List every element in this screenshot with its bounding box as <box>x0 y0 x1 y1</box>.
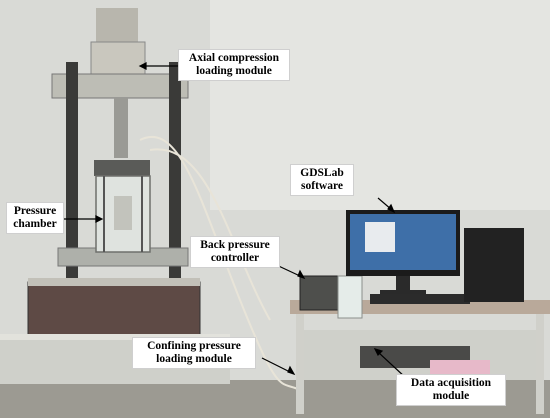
base-cabinet <box>27 281 201 343</box>
beaker <box>337 275 363 319</box>
gdslab-label-line-1: GDSLab <box>300 167 344 179</box>
window-light <box>210 0 550 210</box>
data-acquisition-label: Data acquisition module <box>396 374 506 406</box>
back-pressure-label-line-2: controller <box>210 252 260 264</box>
axial-label-line-1: Axial compression <box>188 52 280 64</box>
confining-pressure-label: Confining pressure loading module <box>132 337 256 369</box>
pc-tower <box>464 228 524 302</box>
pressure-chamber-label-line-2: chamber <box>13 218 57 230</box>
left-bench-top <box>0 334 230 340</box>
cable-2 <box>149 148 271 321</box>
confining-label-line-2: loading module <box>156 353 232 365</box>
axial-compression-label: Axial compression loading module <box>178 49 290 81</box>
data-acq-label-line-2: module <box>432 390 470 402</box>
pressure-chamber <box>94 160 151 253</box>
back-pressure-label-line-1: Back pressure <box>200 239 270 251</box>
confining-label-line-1: Confining pressure <box>147 340 241 352</box>
cable-1 <box>139 136 301 391</box>
axial-label-line-2: loading module <box>196 65 272 77</box>
back-pressure-controller <box>299 275 341 311</box>
gdslab-label-line-2: software <box>301 180 343 192</box>
data-acq-label-line-1: Data acquisition <box>410 377 492 389</box>
pressure-chamber-label: Pressure chamber <box>6 202 64 234</box>
keyboard <box>370 294 470 304</box>
back-pressure-label: Back pressure controller <box>190 236 280 268</box>
base-plate <box>28 278 200 286</box>
monitor <box>346 210 460 296</box>
gdslab-label: GDSLab software <box>290 164 354 196</box>
pressure-chamber-label-line-1: Pressure <box>13 205 57 217</box>
